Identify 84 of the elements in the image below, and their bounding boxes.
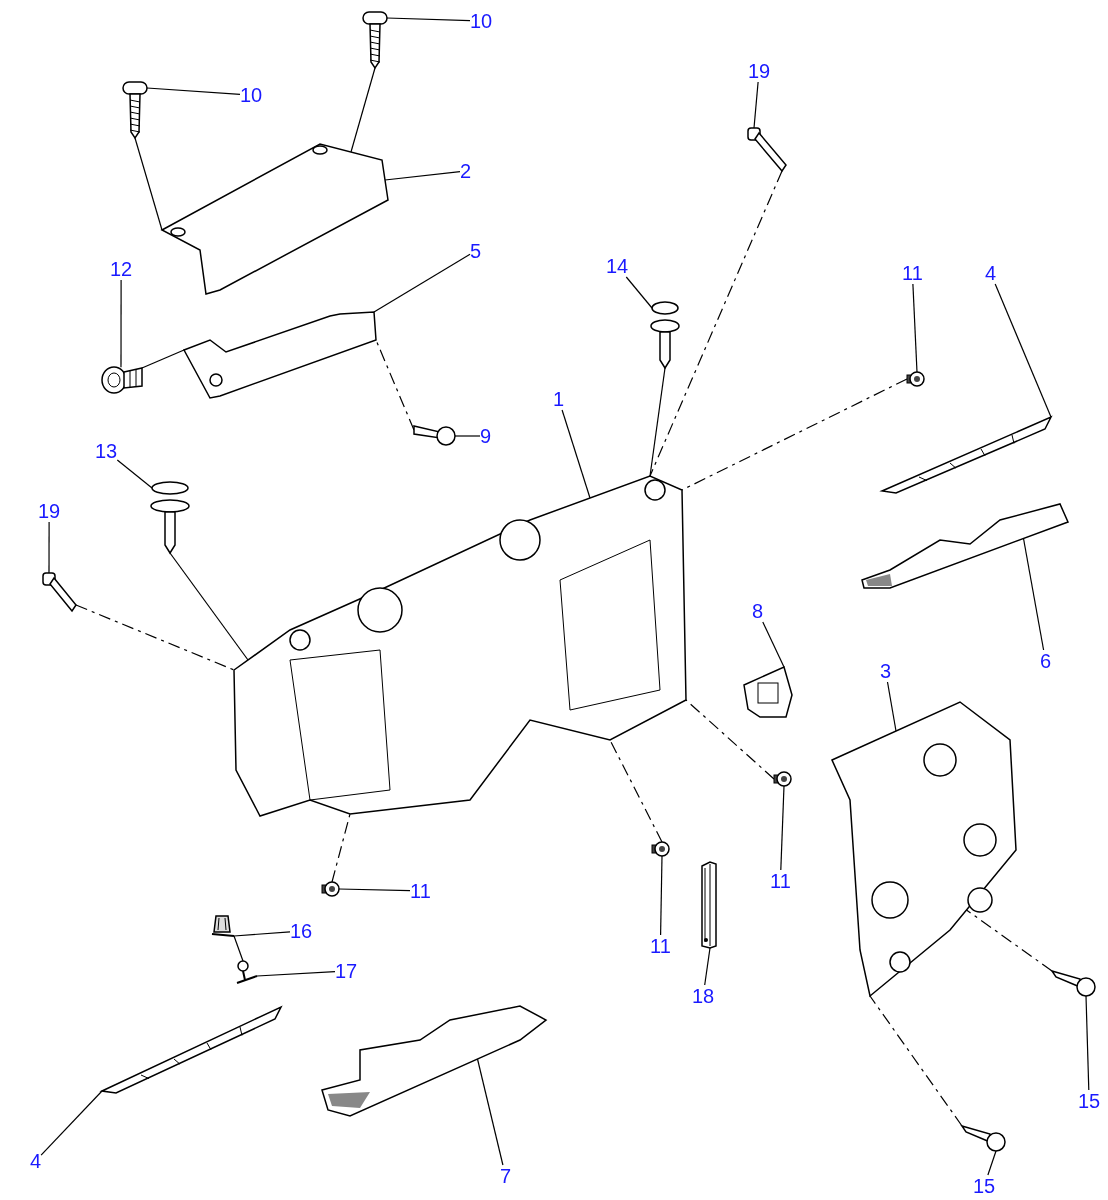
clip-drawing: [320, 880, 340, 898]
bolt-drawing: [745, 125, 790, 175]
leader-line: [476, 1058, 504, 1166]
leader-line: [386, 17, 471, 22]
grille-drawing: [100, 1005, 285, 1095]
callout-number: 13: [95, 440, 118, 462]
callout-number: 18: [692, 985, 715, 1007]
trim-strip-drawing: [700, 860, 718, 950]
bracket-drawing: [740, 665, 795, 720]
assembly-line: [649, 367, 666, 477]
assembly-line: [141, 349, 185, 369]
leader-line: [660, 855, 663, 936]
grille-drawing: [880, 415, 1055, 495]
callout-number: 15: [973, 1175, 996, 1197]
callout-number: 12: [110, 258, 133, 280]
leader-line: [704, 947, 711, 986]
tray-drawing: [860, 500, 1070, 590]
callout-number: 19: [748, 60, 771, 82]
clip-drawing: [905, 370, 925, 388]
callout-number: 15: [1078, 1090, 1101, 1112]
callout-number: 7: [500, 1165, 512, 1187]
callout-number: 10: [470, 10, 493, 32]
leader-line: [233, 931, 291, 937]
callout-number: 10: [240, 84, 263, 106]
stud-drawing: [235, 960, 260, 985]
leader-line: [40, 1090, 103, 1156]
assembly-line: [609, 739, 663, 843]
assembly-line: [869, 995, 963, 1127]
assembly-line: [169, 552, 249, 661]
callout-number: 11: [770, 870, 791, 892]
callout-number: 11: [410, 880, 431, 902]
leader-line: [454, 435, 481, 437]
assembly-line: [649, 170, 783, 477]
leader-line: [762, 621, 785, 668]
callout-number: 6: [1040, 650, 1052, 672]
leader-line: [384, 171, 461, 181]
callout-number: 19: [38, 500, 61, 522]
screw-drawing: [360, 10, 390, 70]
assembly-line: [965, 909, 1053, 972]
leader-line: [116, 459, 153, 489]
clip-drawing: [772, 770, 792, 788]
leader-line: [1085, 995, 1090, 1091]
center-panel-drawing: [830, 700, 1020, 1000]
callout-number: 4: [30, 1150, 42, 1172]
callout-number: 11: [650, 935, 671, 957]
leader-line: [48, 521, 50, 574]
callout-number: 4: [985, 262, 997, 284]
leader-line: [256, 971, 336, 977]
assembly-line: [75, 604, 235, 671]
screw-drawing: [120, 80, 150, 140]
nut-drawing: [210, 912, 235, 940]
callout-number: 11: [902, 262, 923, 284]
leader-line: [780, 785, 785, 871]
grab-handle-drawing: [180, 310, 380, 400]
assembly-line: [134, 137, 163, 231]
assembly-line: [350, 67, 376, 153]
leader-line: [994, 283, 1052, 418]
callout-number: 5: [470, 240, 482, 262]
push-pin-drawing: [150, 480, 190, 555]
leader-line: [373, 253, 471, 313]
leader-line: [987, 1150, 997, 1176]
push-pin-drawing: [650, 300, 680, 370]
callout-number: 17: [335, 960, 358, 982]
callout-number: 8: [752, 600, 764, 622]
clip-drawing: [650, 840, 670, 858]
leader-line: [338, 888, 411, 892]
callout-number: 1: [553, 388, 565, 410]
leader-line: [561, 409, 591, 499]
leader-line: [146, 87, 241, 95]
assembly-line: [331, 813, 351, 883]
leader-line: [120, 279, 122, 368]
bolt-drawing: [40, 570, 80, 615]
callout-number: 9: [480, 425, 492, 447]
callout-number: 16: [290, 920, 313, 942]
callout-number: 3: [880, 660, 892, 682]
callout-number: 2: [460, 160, 472, 182]
assembly-line: [375, 339, 415, 431]
leader-line: [625, 276, 653, 309]
callout-number: 14: [606, 255, 629, 277]
leader-line: [753, 81, 759, 129]
leader-line: [912, 283, 918, 373]
leader-line: [1022, 537, 1045, 651]
assembly-line: [233, 935, 244, 962]
leader-line: [886, 681, 897, 732]
